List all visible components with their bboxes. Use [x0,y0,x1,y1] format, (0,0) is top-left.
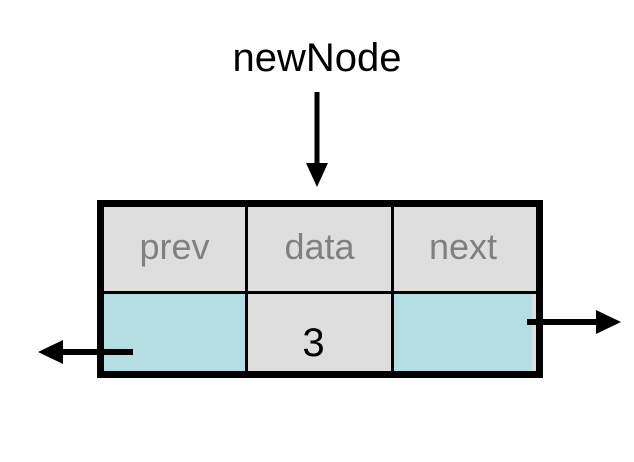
cell-label-next: next [394,207,532,291]
cell-value-prev [104,294,245,371]
field-label-next-text: next [428,226,498,267]
pointer-label: newNode [0,38,634,78]
cell-label-prev: prev [104,207,245,291]
field-label-data-text: data [284,226,355,267]
node-box: prev data next 3 [97,200,543,378]
field-value-data-text: 3 [302,320,325,365]
cell-label-data: data [245,207,394,291]
pointer-arrow-down-icon [306,92,328,187]
node-field-value-row: 3 [104,291,536,371]
field-label-prev-text: prev [139,226,210,267]
cell-value-data: 3 [245,294,394,371]
node-field-label-row: prev data next [104,207,536,291]
cell-value-next [394,294,532,371]
pointer-label-text: newNode [232,36,402,80]
